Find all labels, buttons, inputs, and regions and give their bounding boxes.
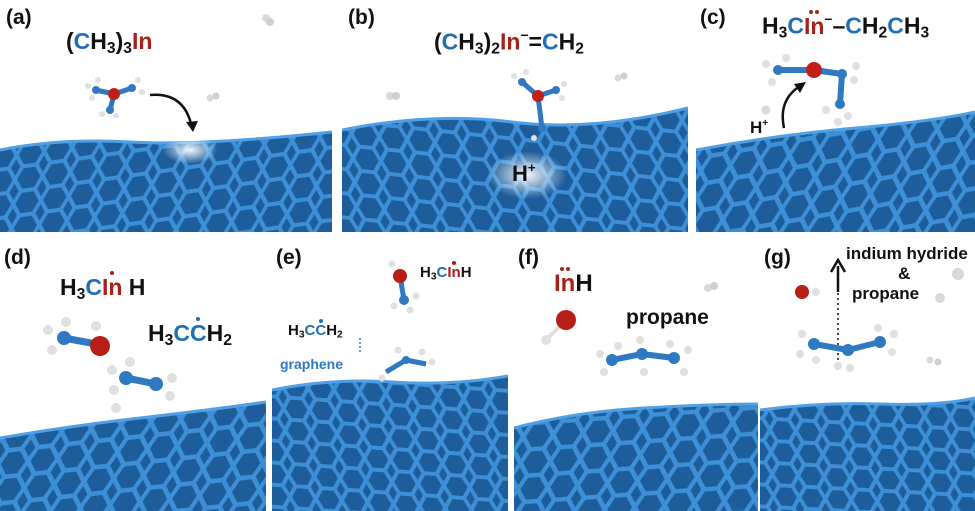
graphene-surface-illustration bbox=[0, 400, 266, 511]
panel-f: (f) InH propane bbox=[514, 242, 758, 511]
indium-hydride-molecule bbox=[541, 310, 576, 345]
panel-e: (e) H3CInH H3CCH2 graphene bbox=[272, 242, 508, 511]
panel-a: (a) (CH3)3In bbox=[0, 0, 332, 232]
proton-label: H+ bbox=[512, 160, 536, 187]
panel-label: (g) bbox=[764, 246, 791, 269]
methylindium-hydride-molecule bbox=[43, 317, 110, 356]
graphene-surface-illustration bbox=[0, 93, 332, 232]
panel-label: (f) bbox=[518, 246, 539, 269]
graphene-surface-illustration bbox=[760, 257, 975, 511]
ethylidene-formula: H3CCH2 bbox=[148, 317, 232, 349]
indium-hydride-molecule bbox=[795, 285, 820, 299]
trimethylindium-molecule bbox=[85, 77, 145, 118]
panel-label: (d) bbox=[4, 246, 31, 269]
methylindium-ethyl-formula: H3CIn−–CH2CH3 bbox=[762, 9, 930, 42]
panel-c: (c) H3CIn−–CH2CH3 H+ bbox=[696, 0, 975, 232]
panel-label: (a) bbox=[6, 6, 32, 29]
dimethylindium-methylene-formula: (CH3)2In−=CH2 bbox=[434, 28, 584, 58]
methylindium-hydride-formula: H3CIn H bbox=[60, 271, 146, 303]
methylindium-ethyl-molecule bbox=[762, 54, 860, 126]
panel-g: (g) indium hydride & propane bbox=[760, 242, 975, 511]
hydrogen-atoms bbox=[386, 72, 628, 100]
panel-b: (b) (CH3)2In−=CH2 H+ bbox=[342, 0, 688, 232]
graphene-surface-illustration bbox=[514, 402, 758, 511]
trimethylindium-formula: (CH3)3In bbox=[66, 28, 153, 57]
panel-label: (e) bbox=[276, 246, 302, 269]
product-label-line1: indium hydride bbox=[846, 244, 968, 263]
graphene-surface-illustration bbox=[696, 82, 975, 232]
hydrogen-atoms bbox=[926, 268, 964, 366]
product-label-line3: propane bbox=[852, 284, 920, 303]
panel-label: (c) bbox=[700, 6, 726, 29]
ethylidene-bound-molecule bbox=[378, 346, 436, 382]
hydrogen-atoms bbox=[704, 282, 718, 292]
graphene-surface-illustration bbox=[272, 338, 508, 511]
graphene-label: graphene bbox=[280, 356, 344, 372]
panel-label: (b) bbox=[348, 6, 375, 29]
methylindium-hydride-formula: H3CInH bbox=[420, 261, 472, 283]
hydrogen-atoms bbox=[206, 14, 274, 102]
ethylidene-formula: H3CCH2 bbox=[288, 319, 343, 341]
propane-molecule bbox=[596, 336, 692, 376]
proton-label: H+ bbox=[750, 118, 769, 138]
panel-d: (d) H3CIn H H3CCH2 bbox=[0, 242, 266, 511]
ethylidene-molecule bbox=[107, 357, 177, 413]
propane-label: propane bbox=[626, 306, 709, 329]
graphene-surface-illustration bbox=[342, 106, 688, 232]
indium-hydride-formula: InH bbox=[554, 267, 593, 297]
dimethylindium-methylene-molecule bbox=[511, 69, 567, 141]
hydrogen-atom bbox=[761, 105, 771, 115]
propane-molecule bbox=[796, 324, 898, 372]
methylindium-hydride-molecule bbox=[388, 260, 420, 314]
product-label-ampersand: & bbox=[898, 264, 911, 283]
